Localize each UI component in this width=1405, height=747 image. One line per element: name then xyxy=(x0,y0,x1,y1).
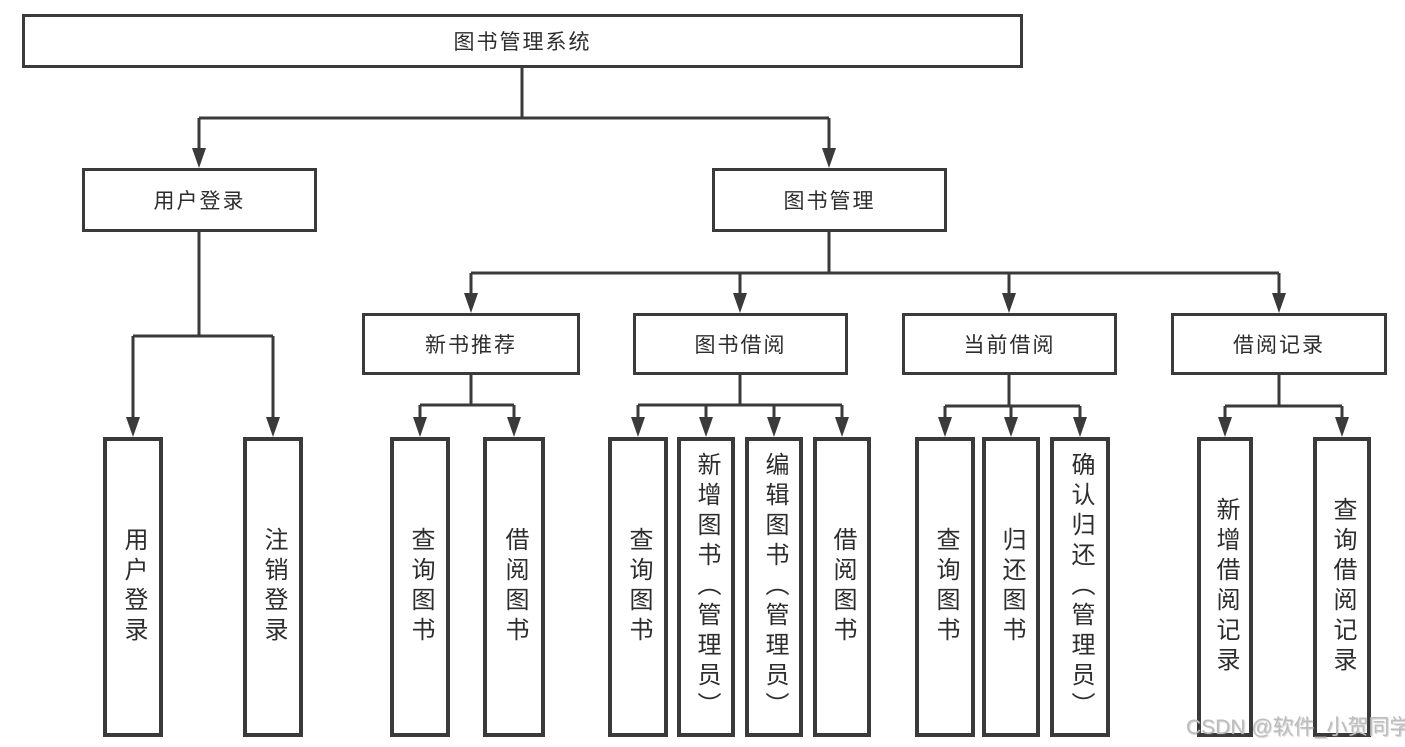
watermark: CSDN @软件_小贺同学 xyxy=(1186,716,1405,739)
arrow-icon xyxy=(733,293,747,313)
leaf-label: 用户登录 xyxy=(120,527,147,647)
arrow-icon xyxy=(938,417,952,437)
leaf-label: 查询借阅记录 xyxy=(1329,497,1356,677)
arrow-icon xyxy=(266,417,280,437)
leaf-borrow-add-books-admin: 新增图书（管理员） xyxy=(677,437,735,737)
leaf-label: 借阅图书 xyxy=(501,527,528,647)
arrow-icon xyxy=(192,148,206,168)
leaf-current-return-books: 归还图书 xyxy=(982,437,1040,737)
leaf-label: 编辑图书（管理员） xyxy=(761,452,788,722)
leaf-newbooks-borrow-books: 借阅图书 xyxy=(483,437,545,737)
node-book-borrow: 图书借阅 xyxy=(633,313,848,375)
leaf-label: 新增借阅记录 xyxy=(1212,497,1239,677)
node-book-management: 图书管理 xyxy=(712,168,947,232)
arrow-icon xyxy=(1335,417,1349,437)
node-current-borrow: 当前借阅 xyxy=(902,313,1117,375)
arrow-icon xyxy=(413,417,427,437)
arrow-icon xyxy=(507,417,521,437)
leaf-label: 新增图书（管理员） xyxy=(693,452,720,722)
leaf-borrow-query-books: 查询图书 xyxy=(608,437,668,737)
leaf-label: 查询图书 xyxy=(625,527,652,647)
arrow-icon xyxy=(1073,417,1087,437)
arrow-icon xyxy=(1218,417,1232,437)
arrow-icon xyxy=(767,417,781,437)
node-root-system: 图书管理系统 xyxy=(22,14,1023,68)
arrow-icon xyxy=(835,417,849,437)
arrow-icon xyxy=(822,148,836,168)
arrow-icon xyxy=(1002,293,1016,313)
node-new-book-recommend: 新书推荐 xyxy=(362,313,580,375)
node-user-login: 用户登录 xyxy=(82,168,317,232)
leaf-current-confirm-return-admin: 确认归还（管理员） xyxy=(1050,437,1110,737)
leaf-user-login: 用户登录 xyxy=(103,437,163,737)
leaf-current-query-books: 查询图书 xyxy=(915,437,975,737)
leaf-borrow-edit-books-admin: 编辑图书（管理员） xyxy=(745,437,803,737)
leaf-label: 注销登录 xyxy=(260,527,287,647)
leaf-newbooks-query-books: 查询图书 xyxy=(390,437,450,737)
leaf-label: 确认归还（管理员） xyxy=(1067,452,1094,722)
arrowheads xyxy=(126,148,1349,437)
arrow-icon xyxy=(631,417,645,437)
arrow-icon xyxy=(1004,417,1018,437)
connector-path xyxy=(131,68,1344,418)
leaf-label: 查询图书 xyxy=(407,527,434,647)
arrow-icon xyxy=(699,417,713,437)
leaf-borrow-borrow-books: 借阅图书 xyxy=(813,437,871,737)
arrow-icon xyxy=(464,293,478,313)
arrow-icon xyxy=(126,417,140,437)
leaf-label: 归还图书 xyxy=(998,527,1025,647)
leaf-records-add-record: 新增借阅记录 xyxy=(1197,437,1253,737)
node-borrow-records: 借阅记录 xyxy=(1171,313,1387,375)
leaf-logout: 注销登录 xyxy=(243,437,303,737)
leaf-label: 借阅图书 xyxy=(829,527,856,647)
leaf-records-query-record: 查询借阅记录 xyxy=(1313,437,1371,737)
arrow-icon xyxy=(1272,293,1286,313)
leaf-label: 查询图书 xyxy=(932,527,959,647)
